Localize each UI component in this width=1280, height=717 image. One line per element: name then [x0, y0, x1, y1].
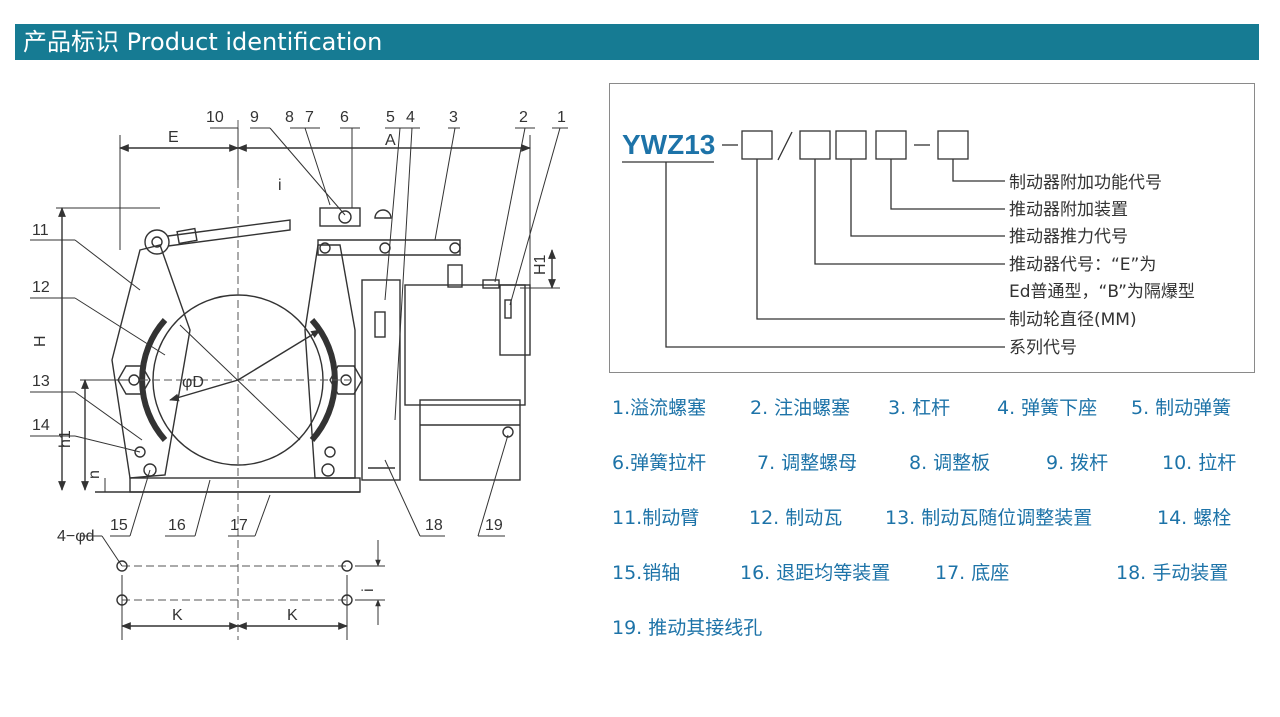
part-number-4: 4	[406, 109, 415, 126]
code-box-1	[741, 130, 773, 160]
left-brake-arm	[111, 244, 191, 479]
legend-item: 15.销轴	[612, 562, 681, 584]
part-number-11: 11	[32, 222, 49, 239]
dim-label-i-bottom: i	[360, 588, 377, 592]
right-brake-arm	[304, 244, 356, 479]
code-box-2	[799, 130, 831, 160]
code-box-5	[937, 130, 969, 160]
code-desc-wheel-diameter: 制动轮直径(MM)	[1009, 310, 1137, 330]
base-plate	[129, 477, 361, 493]
legend-item: 3. 杠杆	[888, 397, 951, 419]
code-desc-thrust: 推动器推力代号	[1009, 227, 1128, 247]
legend-item: 13. 制动瓦随位调整装置	[885, 507, 1093, 529]
dim-label-A: A	[385, 132, 396, 149]
part-number-13: 13	[32, 373, 50, 390]
legend-item: 14. 螺栓	[1157, 507, 1232, 529]
code-desc-function: 制动器附加功能代号	[1009, 173, 1162, 193]
part-number-19: 19	[485, 517, 503, 534]
legend-item: 10. 拉杆	[1162, 452, 1237, 474]
part-number-7: 7	[305, 109, 314, 126]
pull-rod	[167, 219, 291, 247]
code-box-3	[835, 130, 867, 160]
code-box-4	[875, 130, 907, 160]
part-number-10: 10	[206, 109, 224, 126]
part-number-15: 15	[110, 517, 128, 534]
part-number-16: 16	[168, 517, 186, 534]
dim-label-h1: h1	[57, 430, 74, 448]
part-number-18: 18	[425, 517, 443, 534]
part-number-6: 6	[340, 109, 349, 126]
dim-label-phid: 4−φd	[57, 528, 95, 545]
legend-item: 12. 制动瓦	[749, 507, 843, 529]
legend-item: 19. 推动其接线孔	[612, 617, 763, 639]
dim-label-n: n	[86, 470, 103, 479]
model-prefix: YWZ13	[622, 129, 715, 160]
part-number-12: 12	[32, 279, 50, 296]
legend-item: 8. 调整板	[909, 452, 991, 474]
dim-label-H: H	[32, 335, 49, 347]
dim-label-H1: H1	[532, 254, 549, 275]
code-desc-thruster-attachment: 推动器附加装置	[1009, 200, 1128, 220]
legend-item: 9. 拨杆	[1046, 452, 1109, 474]
code-desc-thruster-type-2: Ed普通型，“B”为隔爆型	[1009, 282, 1195, 302]
dim-label-K-right: K	[287, 607, 298, 624]
code-desc-thruster-type-1: 推动器代号：“E”为	[1009, 255, 1156, 275]
legend-item: 5. 制动弹簧	[1131, 397, 1232, 419]
legend-item: 11.制动臂	[612, 507, 700, 529]
title-bar: 产品标识 Product identification	[15, 24, 1259, 60]
legend-item: 6.弹簧拉杆	[612, 452, 707, 474]
lever	[317, 239, 461, 256]
part-number-1: 1	[557, 109, 566, 126]
part-number-5: 5	[386, 109, 395, 126]
brake-technical-drawing: E A H h1 n H1 i i φD 4−φd K K 10 9 8 7 6…	[30, 109, 568, 640]
legend-item: 7. 调整螺母	[757, 452, 858, 474]
legend-item: 1.溢流螺塞	[612, 397, 707, 419]
thruster-body	[404, 284, 526, 406]
dim-label-E: E	[168, 129, 179, 146]
legend-item: 4. 弹簧下座	[997, 397, 1098, 419]
part-number-9: 9	[250, 109, 259, 126]
part-number-8: 8	[285, 109, 294, 126]
model-code-box: YWZ13 制动器附加功能代号 推动器附加装置 推动器推力代号 推动器代号：“E…	[609, 83, 1255, 373]
code-desc-series: 系列代号	[1009, 338, 1077, 358]
part-number-2: 2	[519, 109, 528, 126]
dim-label-K-left: K	[172, 607, 183, 624]
page-title: 产品标识 Product identification	[23, 28, 383, 56]
legend-item: 2. 注油螺塞	[750, 397, 851, 419]
legend-item: 16. 退距均等装置	[740, 562, 891, 584]
dim-label-i-top: i	[278, 177, 282, 194]
part-number-14: 14	[32, 417, 50, 434]
dim-label-phiD: φD	[182, 374, 204, 391]
legend-item: 18. 手动装置	[1116, 562, 1229, 584]
thruster-base	[419, 399, 521, 481]
part-number-3: 3	[449, 109, 458, 126]
legend-item: 17. 底座	[935, 562, 1010, 584]
part-number-17: 17	[230, 517, 248, 534]
spring-housing	[361, 279, 401, 481]
